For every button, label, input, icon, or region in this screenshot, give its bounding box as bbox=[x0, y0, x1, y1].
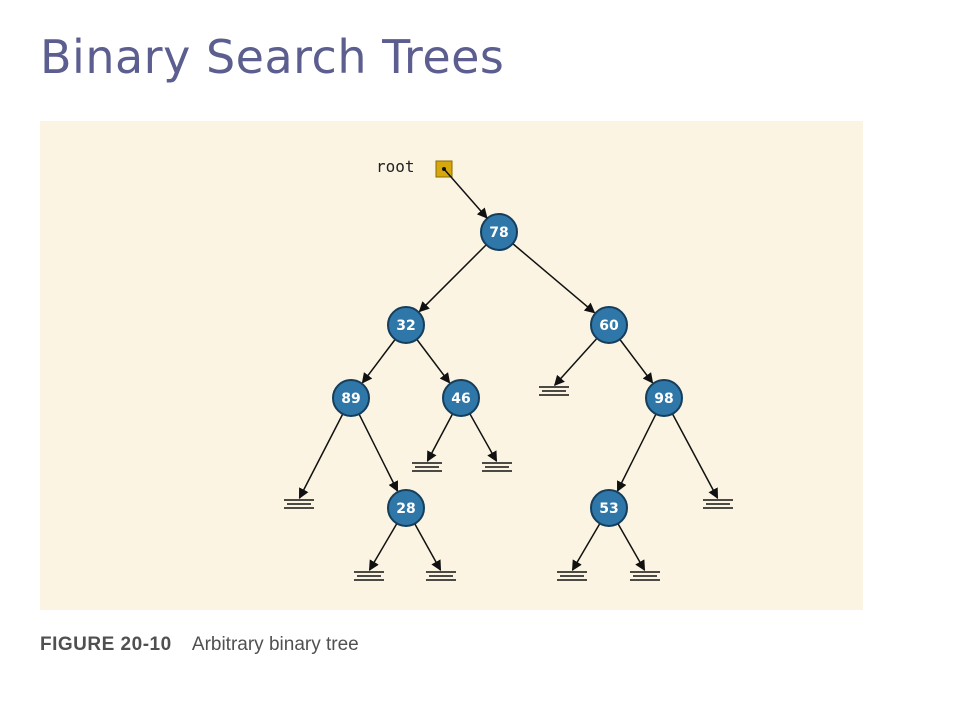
root-label: root bbox=[376, 157, 415, 176]
null-edge-53-right bbox=[617, 523, 646, 572]
null-edge-98-right bbox=[671, 413, 719, 500]
null-pointer-icon bbox=[703, 499, 733, 509]
tree-node-98: 98 bbox=[645, 379, 683, 417]
tree-node-28: 28 bbox=[387, 489, 425, 527]
tree-node-60: 60 bbox=[590, 306, 628, 344]
figure-panel: 78 32 60 89 46 98 28 53 root bbox=[40, 121, 863, 610]
tree-node-label: 78 bbox=[489, 225, 508, 241]
binary-tree-diagram: 78 32 60 89 46 98 28 53 root bbox=[284, 157, 733, 581]
root-pointer-dot bbox=[442, 167, 446, 171]
null-pointer-icon bbox=[426, 571, 456, 581]
root-pointer-arrow bbox=[443, 168, 488, 219]
tree-node-46: 46 bbox=[442, 379, 480, 417]
tree-node-label: 89 bbox=[341, 391, 360, 407]
null-pointer-icon bbox=[539, 386, 569, 396]
tree-node-label: 98 bbox=[654, 391, 673, 407]
figure-caption-text: Arbitrary binary tree bbox=[191, 634, 359, 655]
edge-78-32 bbox=[418, 244, 487, 313]
tree-node-label: 53 bbox=[599, 501, 618, 517]
edge-78-60 bbox=[512, 243, 596, 314]
null-pointer-icon bbox=[482, 462, 512, 472]
null-edge-60-left bbox=[553, 337, 598, 387]
null-edge-89-left bbox=[298, 413, 344, 500]
null-pointer-icon bbox=[284, 499, 314, 509]
null-edge-46-right bbox=[469, 413, 498, 463]
tree-node-label: 60 bbox=[599, 318, 619, 334]
tree-node-53: 53 bbox=[590, 489, 628, 527]
null-edge-53-left bbox=[571, 523, 601, 572]
tree-node-32: 32 bbox=[387, 306, 425, 344]
null-edge-28-right bbox=[414, 523, 442, 572]
figure-caption: FIGURE 20-10 Arbitrary binary tree bbox=[40, 634, 359, 656]
figure-number: FIGURE 20-10 bbox=[40, 634, 172, 655]
slide-title: Binary Search Trees bbox=[40, 30, 505, 84]
tree-node-label: 46 bbox=[451, 391, 470, 407]
null-pointer-icon bbox=[354, 571, 384, 581]
edge-98-53 bbox=[616, 413, 657, 492]
edge-89-28 bbox=[358, 413, 399, 492]
tree-node-89: 89 bbox=[332, 379, 370, 417]
null-pointer-icon bbox=[412, 462, 442, 472]
edge-32-89 bbox=[361, 338, 396, 384]
edge-60-98 bbox=[619, 338, 654, 384]
edge-32-46 bbox=[416, 338, 451, 384]
tree-node-label: 28 bbox=[396, 501, 415, 517]
null-pointer-icon bbox=[557, 571, 587, 581]
null-edge-28-left bbox=[368, 523, 398, 572]
tree-node-label: 32 bbox=[396, 318, 415, 334]
null-edge-46-left bbox=[426, 413, 454, 463]
null-pointer-icon bbox=[630, 571, 660, 581]
tree-node-78: 78 bbox=[480, 213, 518, 251]
